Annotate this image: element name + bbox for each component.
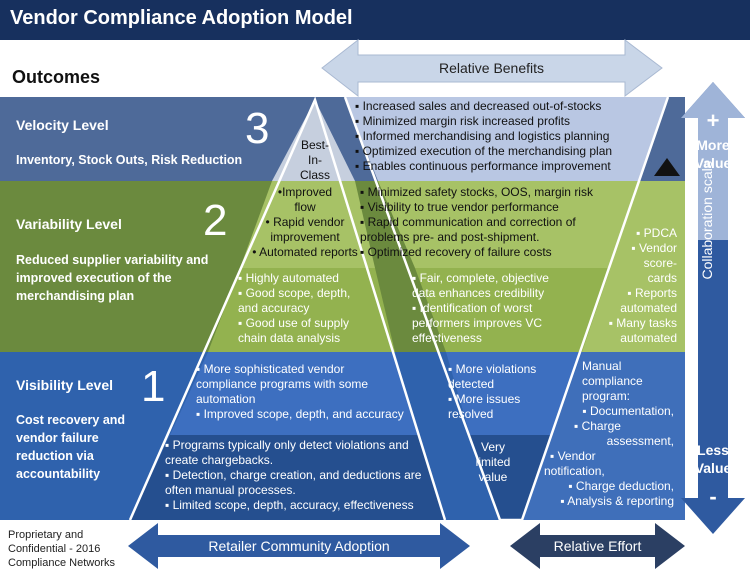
relative-benefits-arrow (321, 38, 663, 98)
visibility-level-desc: Cost recovery and vendor failure reducti… (16, 411, 125, 483)
level-3-number: 3 (245, 104, 270, 153)
title-bar (0, 0, 750, 40)
plus-icon: + (706, 108, 720, 133)
outcomes-label: Outcomes (12, 67, 101, 87)
velocity-level-desc: Inventory, Stock Outs, Risk Reduction (16, 151, 242, 169)
variability-level-title: Variability Level (16, 216, 122, 232)
visibility-desc-line: accountability (16, 467, 101, 481)
level-2-number: 2 (203, 196, 228, 245)
benefits-triangle-variability (378, 181, 640, 268)
visibility-desc-line: Cost recovery and (16, 413, 126, 427)
retailer-adoption-label: Retailer Community Adoption (208, 538, 390, 554)
collaboration-scale-arrow (681, 82, 745, 534)
collaboration-scale-top (681, 82, 745, 240)
variability-level-desc: Reduced supplier variability and improve… (16, 251, 208, 305)
visibility-adoption-top: ▪ More sophisticated vendor compliance p… (196, 362, 404, 421)
adoption-pyramid-variability-lower (208, 268, 395, 352)
velocity-level-title: Velocity Level (16, 117, 109, 133)
visibility-desc-line: vendor failure (16, 431, 99, 445)
visibility-level-title: Visibility Level (16, 377, 114, 393)
benefits-triangle-variability-lower (415, 268, 612, 352)
variability-benefits-bottom: ▪ Fair, complete, objective data enhance… (412, 271, 549, 345)
variability-desc-line: improved execution of the (16, 271, 172, 285)
effort-wedge-visibility (522, 352, 685, 520)
minus-icon: - (709, 484, 717, 509)
adoption-pyramid-visibility-lower (130, 435, 445, 520)
relative-effort-label: Relative Effort (553, 538, 642, 554)
effort-wedge-variability (582, 181, 685, 352)
relative-effort-arrow (510, 523, 685, 569)
adoption-pyramid-variability (240, 181, 375, 268)
adoption-pyramid-visibility (170, 352, 418, 435)
velocity-desc-line: Inventory, Stock Outs, Risk Reduction (16, 153, 243, 167)
best-in-class-label: Best-In-Class (299, 138, 330, 182)
benefits-triangle-visibility (446, 352, 582, 435)
relative-benefits-label: Relative Benefits (438, 60, 545, 76)
level-1-number: 1 (141, 362, 166, 411)
visibility-desc-line: reduction via (16, 449, 94, 463)
v-outline (343, 96, 670, 522)
marker-triangle (654, 158, 680, 176)
velocity-benefits-list: ▪ Increased sales and decreased out-of-s… (355, 99, 613, 173)
benefits-triangle-velocity (345, 97, 668, 181)
variability-benefits-top: ▪ Minimized safety stocks, OOS, margin r… (360, 185, 593, 259)
visibility-benefits-top: ▪ More violations detected▪ More issues … (448, 362, 537, 421)
variability-desc-line: merchandising plan (16, 289, 135, 303)
pyramid-outline (128, 96, 447, 521)
variability-desc-line: Reduced supplier variability and (16, 253, 209, 267)
benefits-triangle-visibility-lower (470, 435, 552, 520)
variability-adoption-bottom: ▪ Highly automated▪ Good scope, depth, a… (238, 271, 351, 345)
visibility-adoption-bottom: ▪ Programs typically only detect violati… (165, 438, 422, 512)
collaboration-scale-label: Collaboration scale (699, 160, 715, 280)
retailer-adoption-arrow (128, 523, 470, 569)
page-title: Vendor Compliance Adoption Model (10, 7, 353, 29)
